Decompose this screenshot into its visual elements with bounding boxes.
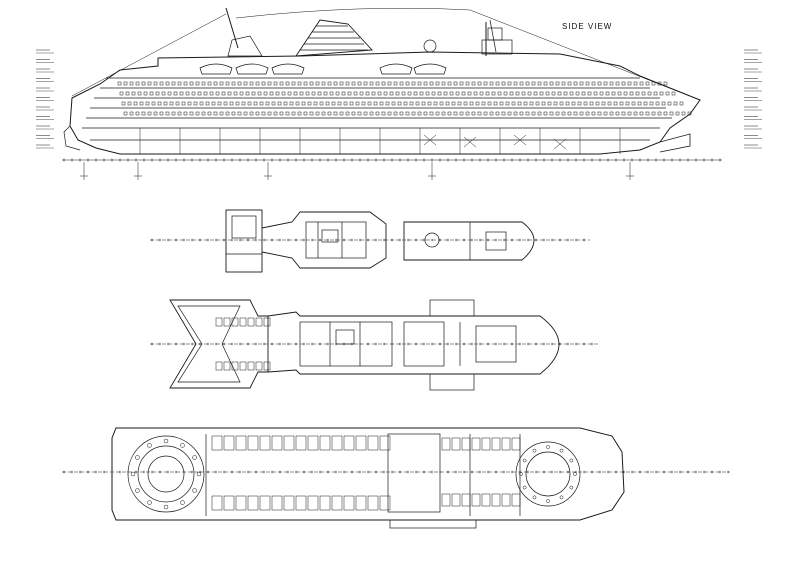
drawing-title: SIDE VIEW xyxy=(562,22,613,31)
side-view-windows xyxy=(117,81,692,116)
deck-level-legend-right xyxy=(744,49,762,149)
side-view xyxy=(36,7,762,180)
middle-deck-plan xyxy=(150,299,600,391)
upper-deck-scale xyxy=(151,238,585,242)
main-deck-cabins xyxy=(130,435,577,511)
side-view-lifeboats xyxy=(199,63,447,75)
middle-deck-scale xyxy=(151,342,593,346)
deck-level-legend-left xyxy=(36,49,54,149)
upper-deck-plan xyxy=(150,209,590,273)
side-view-scale xyxy=(63,158,721,162)
middle-deck-rooms xyxy=(215,317,271,371)
main-deck-plan xyxy=(62,427,730,529)
frame-markers xyxy=(80,162,634,180)
side-view-compartments xyxy=(139,128,621,154)
